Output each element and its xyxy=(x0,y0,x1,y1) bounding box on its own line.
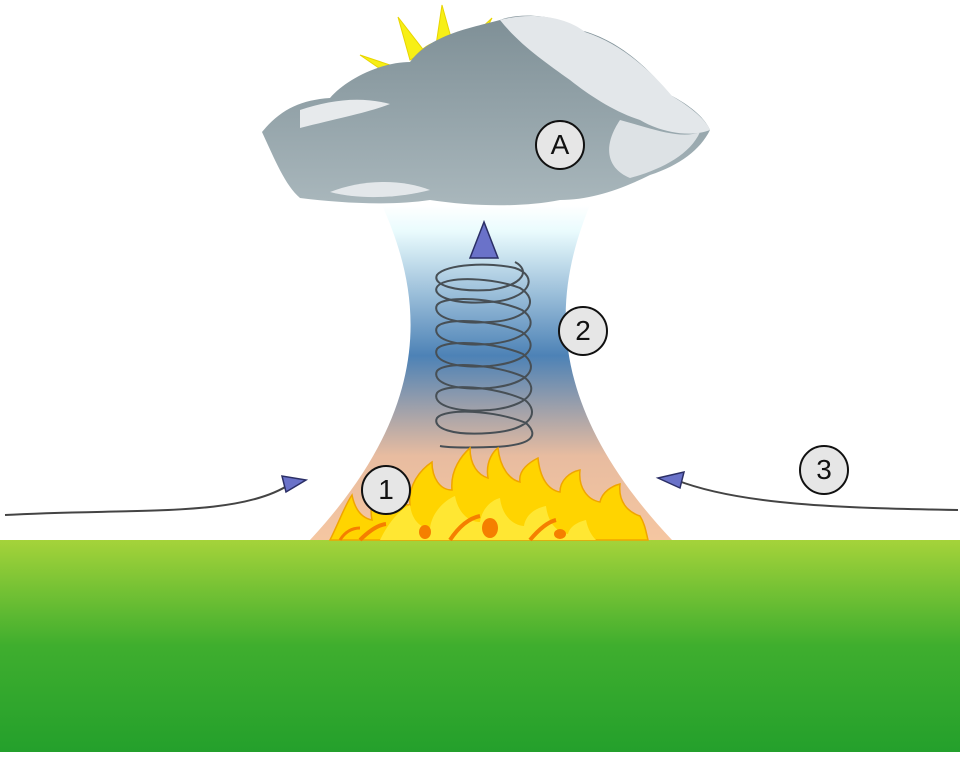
inflow-arrow-left xyxy=(4,475,309,516)
inflow-arrow-icon xyxy=(655,470,686,490)
ground xyxy=(0,540,960,752)
spiral-icon xyxy=(435,261,534,449)
cloud-icon xyxy=(262,15,710,206)
inflow-arrow-right xyxy=(655,470,959,511)
label-inflow-text: 3 xyxy=(816,454,832,485)
label-fire: 1 xyxy=(361,465,411,515)
label-cloud-text: A xyxy=(550,129,570,160)
label-column-text: 2 xyxy=(575,315,591,346)
label-inflow: 3 xyxy=(799,445,849,495)
label-fire-text: 1 xyxy=(378,474,394,505)
inflow-arrow-icon xyxy=(280,475,309,494)
label-cloud: A xyxy=(535,120,585,170)
label-column: 2 xyxy=(558,306,608,356)
updraft-arrow-icon xyxy=(468,219,500,259)
convection-column xyxy=(310,205,672,540)
